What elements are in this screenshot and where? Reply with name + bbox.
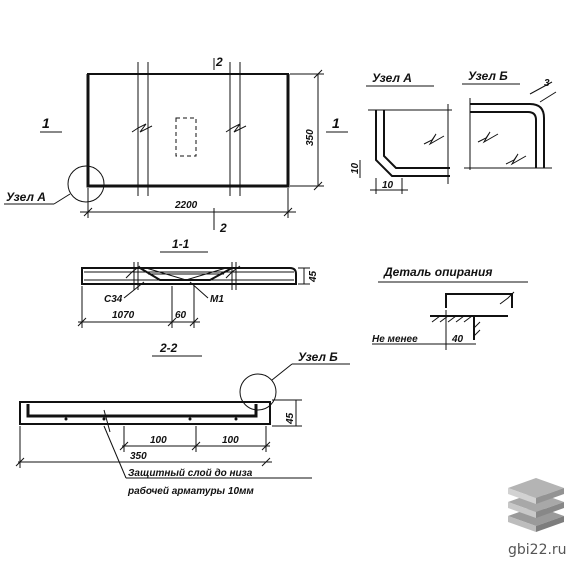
node-a-dim-vertical: 10 xyxy=(350,162,361,174)
section-2-2-note-line2: рабочей арматуры 10мм xyxy=(127,485,254,497)
section-2-2-height-dim: 45 xyxy=(285,412,296,425)
node-b-callout-label: Узел Б xyxy=(298,350,338,364)
plan-panel-edge xyxy=(86,74,290,188)
section-2-label-top: 2 xyxy=(215,55,223,69)
support-dim-40: 40 xyxy=(451,334,464,345)
section-2-label-bottom: 2 xyxy=(219,221,227,235)
node-b-title: Узел Б xyxy=(468,69,508,83)
node-b-dim-corner: 3 xyxy=(544,78,550,89)
section-1-1-break xyxy=(125,265,141,279)
rebar-dot xyxy=(234,417,238,421)
section-2-2-slab xyxy=(19,401,271,425)
rebar-dot xyxy=(102,417,106,421)
section-1-1-label-m1: М1 xyxy=(210,294,224,305)
dim-tick xyxy=(15,457,25,467)
section-2-2-rebar xyxy=(26,404,258,418)
node-a-outer-profile xyxy=(375,110,450,177)
support-wall xyxy=(430,315,475,340)
node-b-outer-profile xyxy=(470,103,545,168)
m1-leader xyxy=(189,281,209,299)
section-1-1-label-c34: С34 xyxy=(104,294,123,305)
plan-height-dim: 350 xyxy=(305,129,316,146)
dim-tick xyxy=(313,69,323,79)
node-a-inner-profile xyxy=(383,110,450,169)
node-a-leader xyxy=(53,193,71,205)
note-leader xyxy=(103,425,127,479)
section-2-2: 2-2 Узел Б 45 100 100 350 xyxy=(15,341,350,497)
dim-tick xyxy=(261,457,271,467)
section-1-1-dim-1070: 1070 xyxy=(112,310,135,321)
section-2-2-dim-350: 350 xyxy=(130,451,147,462)
node-a-callout-circle xyxy=(67,165,105,203)
section-2-2-note-line1: Защитный слой до низа xyxy=(128,468,253,479)
plan-break-mark xyxy=(225,123,247,133)
section-2-2-title: 2-2 xyxy=(159,341,178,355)
node-b-detail: Узел Б 3 xyxy=(462,69,557,170)
node-b-leader xyxy=(271,363,293,381)
dim-tick xyxy=(189,317,199,327)
support-slab-edge xyxy=(445,293,513,308)
section-1-label-right: 1 xyxy=(332,115,340,131)
c34-leader xyxy=(123,281,145,299)
section-1-1: 1-1 С34 М1 45 1070 60 xyxy=(77,237,319,328)
support-detail-title: Деталь опирания xyxy=(383,265,492,279)
dim-tick xyxy=(261,441,271,451)
dim-tick xyxy=(283,207,293,217)
section-1-1-dim-60: 60 xyxy=(175,310,187,321)
node-a-break-mark xyxy=(423,133,445,146)
watermark: gbi22.ru xyxy=(508,478,567,558)
section-1-1-title: 1-1 xyxy=(172,237,190,251)
dim-tick xyxy=(167,317,177,327)
support-detail: Деталь опирания Не менее 40 xyxy=(372,265,528,350)
section-2-2-dim-100-right: 100 xyxy=(222,435,239,446)
section-1-1-break xyxy=(225,265,241,279)
stack-logo-icon xyxy=(508,478,564,532)
support-break-mark xyxy=(499,291,515,305)
plan-break-mark xyxy=(131,123,153,133)
plan-panel-outline xyxy=(87,73,289,187)
node-a-dim-horizontal: 10 xyxy=(382,180,394,191)
node-b-break-mark xyxy=(505,153,527,166)
node-b-inner-profile xyxy=(470,111,537,168)
dim-tick xyxy=(119,441,129,451)
section-1-1-height-dim: 45 xyxy=(308,270,319,283)
section-1-label-left: 1 xyxy=(42,115,50,131)
section-2-2-cut xyxy=(103,409,111,433)
section-1-1-recess-diag xyxy=(145,267,227,281)
rebar-dot xyxy=(64,417,68,421)
support-hatch xyxy=(431,315,481,337)
node-a-title: Узел А xyxy=(372,71,412,85)
dim-tick xyxy=(77,317,87,327)
support-min-label: Не менее xyxy=(372,334,418,345)
node-b-dim-leader xyxy=(529,81,553,95)
node-b-break-mark xyxy=(477,131,499,144)
dim-tick xyxy=(191,441,201,451)
node-a-detail: Узел А 10 10 xyxy=(350,71,452,194)
section-2-2-dim-100-left: 100 xyxy=(150,435,167,446)
node-a-callout-label: Узел А xyxy=(6,190,46,204)
plan-center-opening xyxy=(175,117,197,157)
node-b-dim-leader xyxy=(539,91,557,103)
node-b-callout-circle xyxy=(239,373,277,411)
dim-tick xyxy=(313,181,323,191)
watermark-text: gbi22.ru xyxy=(508,542,567,558)
section-1-1-slab xyxy=(81,267,297,285)
plan-length-dim: 2200 xyxy=(174,200,198,211)
dim-tick xyxy=(83,207,93,217)
plan-view: 2 2 1 1 350 2200 Узел А xyxy=(4,55,348,235)
rebar-dot xyxy=(188,417,192,421)
